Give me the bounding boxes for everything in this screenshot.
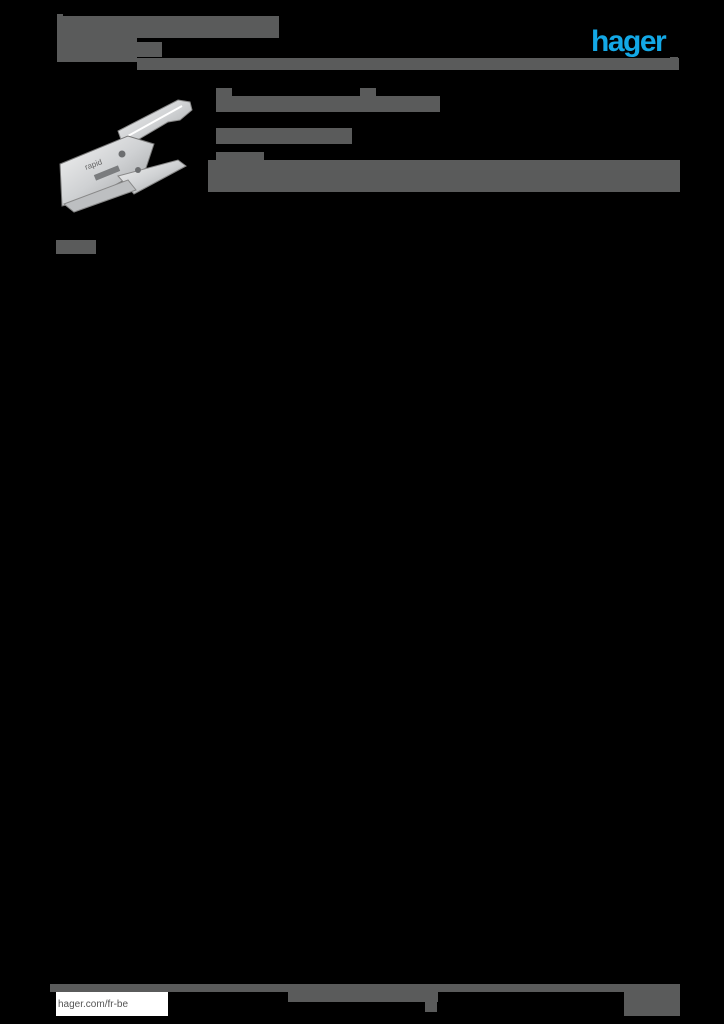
product-reference — [216, 128, 352, 144]
product-description-label — [216, 152, 264, 162]
product-name-ascender-2 — [360, 88, 376, 96]
header-title — [57, 16, 279, 38]
footer-center-text-ext — [425, 1000, 437, 1012]
footer-page-info — [624, 992, 680, 1016]
section-label — [56, 240, 96, 254]
footer-right-cap — [600, 984, 680, 992]
logo-underline — [670, 57, 678, 61]
header-title-ascenders — [57, 14, 63, 18]
product-name-ascender-1 — [216, 88, 232, 96]
product-name — [216, 96, 440, 112]
stapler-image: rapid — [59, 99, 193, 213]
header-subtitle — [57, 38, 137, 62]
website-link[interactable]: hager.com/fr-be — [56, 992, 168, 1016]
product-description — [208, 160, 680, 192]
footer-center-text — [288, 990, 438, 1002]
hager-logo: hager — [591, 25, 667, 58]
header-divider — [137, 58, 679, 70]
header-subtitle-ext — [137, 42, 162, 57]
footer-divider — [50, 984, 680, 992]
